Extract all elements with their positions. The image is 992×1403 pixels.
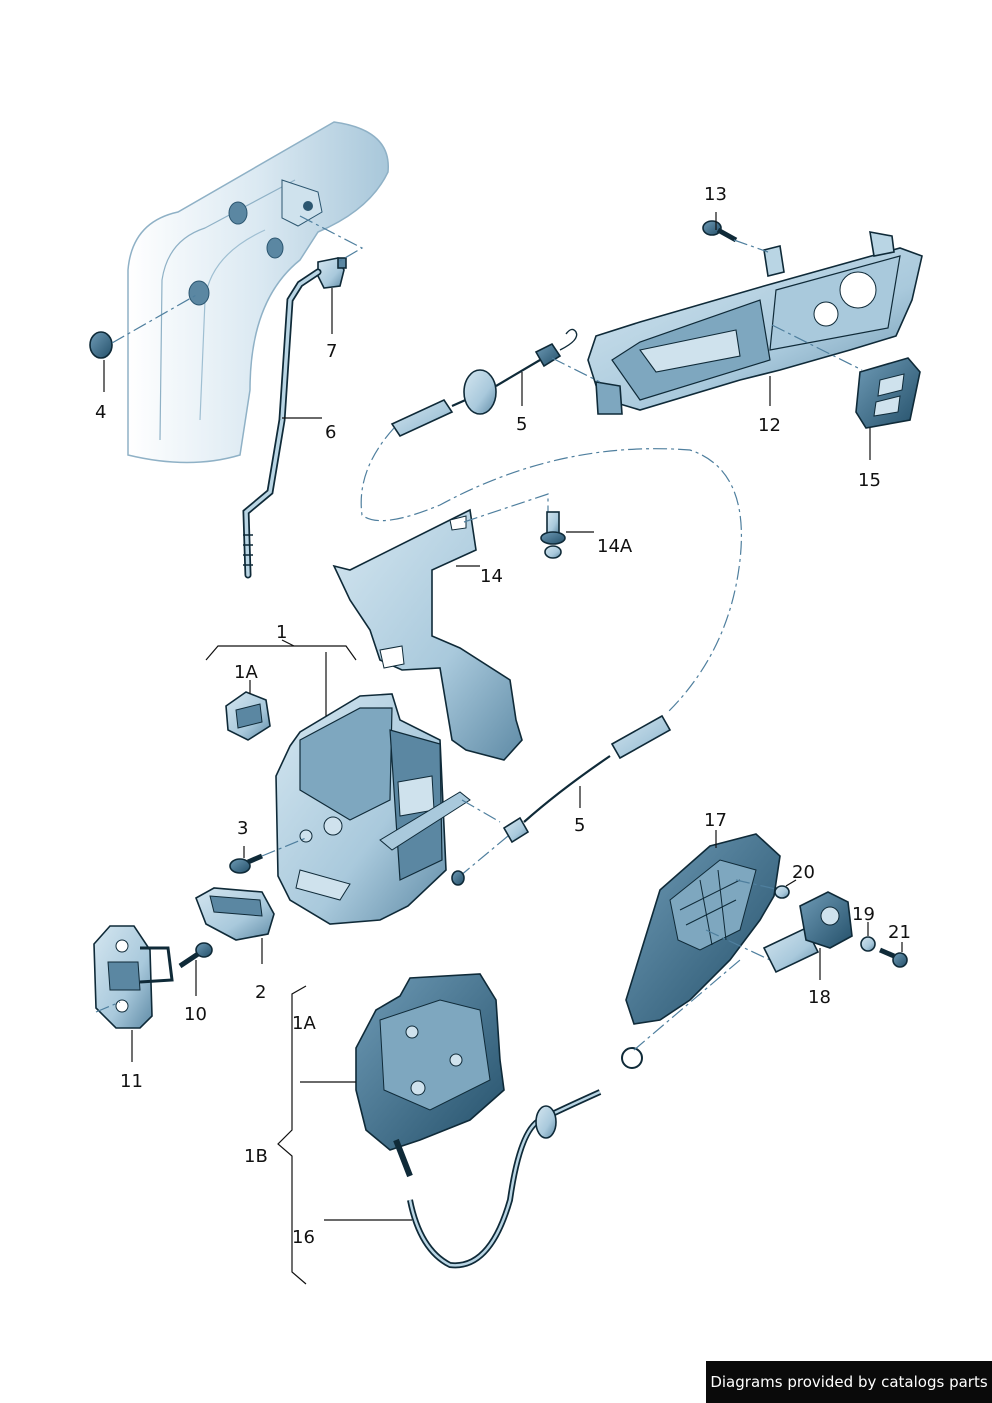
part-5-release-cable-upper [390, 328, 578, 438]
leader-lines [103, 212, 903, 1285]
part-10-screw [178, 942, 213, 969]
part-19-washer [860, 936, 876, 952]
callout-1A-bottom: 1A [292, 1013, 316, 1034]
callout-1: 1 [276, 622, 287, 643]
part-21-screw [879, 947, 908, 968]
callout-13: 13 [704, 184, 727, 205]
credit-banner: Diagrams provided by catalogs parts [706, 1361, 992, 1403]
part-15-switch [855, 357, 921, 429]
callout-21: 21 [888, 922, 911, 943]
callout-3: 3 [237, 818, 248, 839]
part-1-door-lock [275, 693, 471, 925]
callout-6: 6 [325, 422, 336, 443]
part-14-bracket [332, 508, 523, 761]
callout-18: 18 [808, 987, 831, 1008]
part-4-plug [89, 331, 113, 359]
callout-14A: 14A [597, 536, 633, 557]
part-5-release-cable-lower [502, 714, 672, 844]
part-1A-1B-lock-assembly [355, 973, 505, 1178]
part-7-rod-clip [317, 257, 347, 289]
part-17-mounting-plate [625, 833, 781, 1025]
callout-17: 17 [704, 810, 727, 831]
callout-12: 12 [758, 415, 781, 436]
callout-1B: 1B [244, 1146, 268, 1167]
door-inner-panel [127, 121, 389, 464]
callout-5-bottom: 5 [574, 815, 585, 836]
callout-10: 10 [184, 1004, 207, 1025]
part-2-cover-cap [195, 887, 275, 941]
callout-4: 4 [95, 402, 106, 423]
callout-7: 7 [326, 341, 337, 362]
part-18-actuator-motor [762, 891, 853, 974]
part-12-interior-door-handle [587, 231, 923, 415]
part-11-lock-striker [93, 925, 174, 1029]
callout-14: 14 [480, 566, 503, 587]
callout-5-top: 5 [516, 414, 527, 435]
callout-labels: 4 7 6 5 12 13 15 14A 14 1 1A 3 5 17 20 1… [95, 184, 911, 1248]
part-3-screw [229, 853, 263, 874]
part-13-screw [702, 220, 738, 243]
part-20-pin [774, 885, 790, 899]
callout-19: 19 [852, 904, 875, 925]
callout-20: 20 [792, 862, 815, 883]
part-16-cable [407, 1047, 643, 1269]
callout-16: 16 [292, 1227, 315, 1248]
callout-2: 2 [255, 982, 266, 1003]
callout-11: 11 [120, 1071, 143, 1092]
part-6-lock-rod [242, 268, 322, 579]
callout-15: 15 [858, 470, 881, 491]
callout-1A-top: 1A [234, 662, 258, 683]
part-14A-stud [540, 511, 566, 559]
part-1A-lock-cylinder-insert [225, 691, 271, 741]
